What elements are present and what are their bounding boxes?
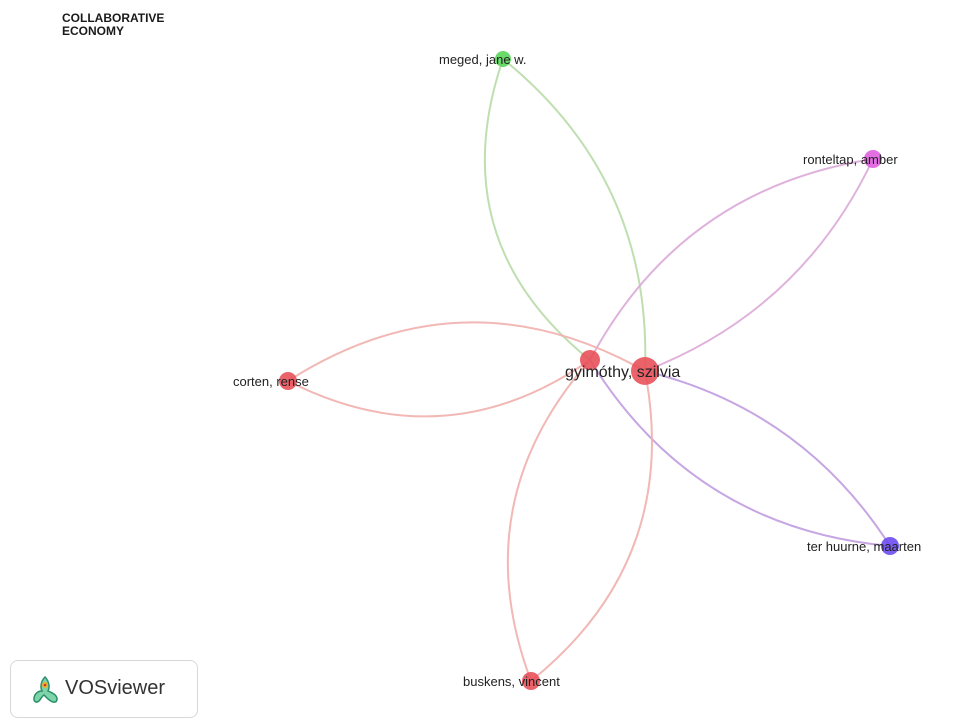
node-label-terhuurne[interactable]: ter huurne, maarten bbox=[807, 539, 921, 554]
node-label-gyimothy[interactable]: gyimóthy, szilvia bbox=[565, 364, 680, 381]
map-title-line-2: ECONOMY bbox=[62, 24, 125, 38]
link-corten-gyimothy_a bbox=[287, 359, 591, 418]
node-buskens[interactable] bbox=[522, 672, 540, 690]
network-links bbox=[287, 58, 891, 682]
network-nodes bbox=[279, 51, 899, 690]
map-title: COLLABORATIVE ECONOMY bbox=[62, 12, 164, 38]
map-title-line-1: COLLABORATIVE bbox=[62, 11, 165, 25]
vosviewer-badge[interactable]: VOSviewer bbox=[10, 660, 198, 718]
link-meged-gyimothy bbox=[502, 58, 647, 372]
link-buskens-gyimothy_a bbox=[506, 359, 591, 682]
node-corten[interactable] bbox=[279, 372, 297, 390]
link-terhuurne-gyimothy bbox=[644, 370, 891, 547]
vosviewer-label: VOSviewer bbox=[65, 677, 166, 699]
node-terhuurne[interactable] bbox=[881, 537, 899, 555]
link-meged-gyimothy_a bbox=[483, 58, 591, 361]
link-terhuurne-gyimothy_a bbox=[589, 359, 891, 547]
link-ronteltap-gyimothy_a bbox=[589, 158, 874, 361]
link-corten-gyimothy bbox=[287, 321, 646, 382]
node-label-corten[interactable]: corten, rense bbox=[233, 374, 309, 389]
link-buskens-gyimothy bbox=[530, 370, 653, 682]
vosviewer-logo-icon bbox=[31, 675, 59, 710]
node-label-meged[interactable]: meged, jane w. bbox=[439, 52, 526, 67]
network-labels: meged, jane w. ronteltap, amber gyimóthy, … bbox=[233, 52, 921, 689]
node-ronteltap[interactable] bbox=[864, 150, 882, 168]
node-meged[interactable] bbox=[495, 51, 511, 67]
node-label-buskens[interactable]: buskens, vincent bbox=[463, 674, 560, 689]
link-ronteltap-gyimothy bbox=[644, 158, 874, 372]
node-label-ronteltap[interactable]: ronteltap, amber bbox=[803, 152, 898, 167]
node-gyimothy_a[interactable] bbox=[580, 350, 600, 370]
node-gyimothy[interactable] bbox=[631, 357, 659, 385]
